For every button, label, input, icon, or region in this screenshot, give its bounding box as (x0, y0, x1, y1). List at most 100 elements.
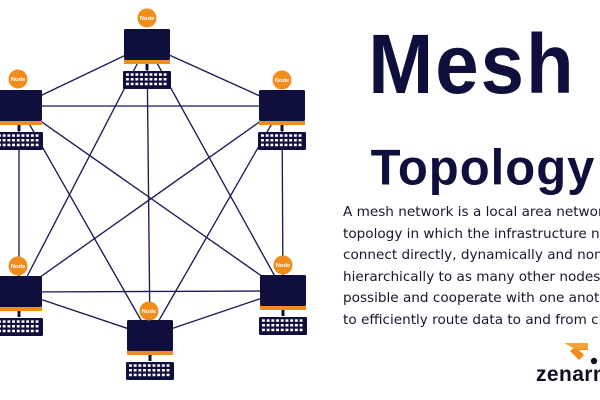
keyboard-key (26, 325, 30, 328)
keyboard-key (143, 369, 146, 372)
keyboard-key (279, 143, 283, 147)
keyboard-key (133, 364, 137, 367)
keyboard-key (294, 324, 298, 327)
keyboard-key (0, 325, 1, 328)
keyboard-key (2, 139, 6, 142)
monitor-stand (17, 125, 21, 131)
keyboard-key (266, 319, 270, 322)
keyboard-icon (126, 362, 174, 380)
keyboard-key (138, 364, 142, 367)
node-bottom: Node (126, 301, 174, 380)
keyboard-key (266, 324, 270, 327)
keyboard-key (0, 143, 1, 147)
node-badge-label: Node (140, 16, 155, 22)
keyboard-key (271, 324, 275, 327)
keyboard-key (21, 329, 25, 333)
node-badge-circle (137, 8, 157, 28)
keyboard-key (133, 369, 137, 372)
page-subtitle: Topology (370, 139, 596, 196)
monitor-base-bar (0, 307, 42, 311)
page-title: Mesh (368, 16, 576, 112)
computer-icon (124, 29, 170, 70)
node-badge: Node (273, 255, 293, 275)
keyboard-key (166, 364, 170, 367)
keyboard-icon (258, 132, 306, 150)
node-badge: Node (8, 256, 28, 276)
keyboard-key (126, 82, 129, 86)
keyboard-key (0, 320, 1, 323)
keyboard-key (30, 320, 34, 323)
keyboard-key (138, 369, 142, 372)
keyboard-key (26, 143, 30, 147)
keyboard-key (270, 143, 274, 147)
monitor-base-bar (127, 351, 173, 355)
keyboard-key (157, 369, 161, 372)
node-badge-circle (139, 301, 159, 321)
keyboard-key (280, 319, 284, 322)
keyboard-key (7, 329, 11, 333)
keyboard-key (275, 134, 278, 137)
connection-line (18, 290, 284, 293)
keyboard-key (290, 324, 294, 327)
keyboard-key (140, 73, 143, 76)
keyboard-key (129, 369, 132, 372)
keyboard-key (21, 325, 25, 328)
keyboard-key (35, 329, 39, 333)
keyboard-key (289, 143, 293, 147)
computer-icon (260, 275, 306, 316)
node-badge: Node (8, 69, 28, 89)
keyboard-key (144, 78, 148, 81)
keyboard-key (279, 139, 283, 142)
keyboard-key (266, 328, 270, 332)
keyboard-key (299, 319, 303, 322)
brand-name: zenarmor (536, 363, 600, 386)
keyboard-key (157, 373, 161, 377)
keyboard-key (140, 82, 143, 86)
keyboard-key (30, 325, 34, 328)
keyboard-key (129, 364, 132, 367)
node-badge-label: Node (11, 264, 26, 270)
monitor-base-bar (124, 60, 170, 64)
keyboard-key (149, 78, 153, 81)
keyboard-key (275, 143, 278, 147)
keyboard-key (7, 320, 11, 323)
monitor-screen (127, 320, 173, 351)
brand-logo: zenarmor (533, 333, 600, 393)
keyboard-key (265, 143, 269, 147)
keyboard-key (299, 324, 303, 327)
zenarmor-logo-icon (563, 343, 598, 365)
keyboard-key (289, 134, 293, 137)
keyboard-key (290, 319, 294, 322)
node-badge-circle (272, 70, 292, 90)
keyboard-key (276, 319, 279, 322)
keyboard-key (158, 78, 162, 81)
keyboard-key (298, 139, 302, 142)
keyboard-key (285, 328, 289, 332)
keyboard-key (284, 139, 288, 142)
keyboard-key (154, 78, 158, 81)
keyboard-key (166, 369, 170, 372)
keyboard-key (271, 328, 275, 332)
keyboard-key (126, 73, 129, 76)
keyboard-key (163, 82, 167, 86)
node-badge-circle (8, 69, 28, 89)
keyboard-key (163, 78, 167, 81)
keyboard-key (149, 73, 153, 76)
keyboard-key (35, 134, 39, 137)
keyboard-key (2, 143, 6, 147)
keyboard-key (279, 134, 283, 137)
node-badge: Node (139, 301, 159, 321)
keyboard-key (270, 139, 274, 142)
keyboard-key (35, 143, 39, 147)
keyboard-key (298, 143, 302, 147)
keyboard-key (35, 325, 39, 328)
node-badge-label: Node (142, 309, 157, 315)
keyboard-key (129, 373, 132, 377)
keyboard-key (2, 325, 6, 328)
keyboard-key (0, 139, 1, 142)
node-badge: Node (137, 8, 157, 28)
keyboard-key (144, 82, 148, 86)
node-lower-right: Node (259, 255, 307, 335)
keyboard-key (294, 319, 298, 322)
